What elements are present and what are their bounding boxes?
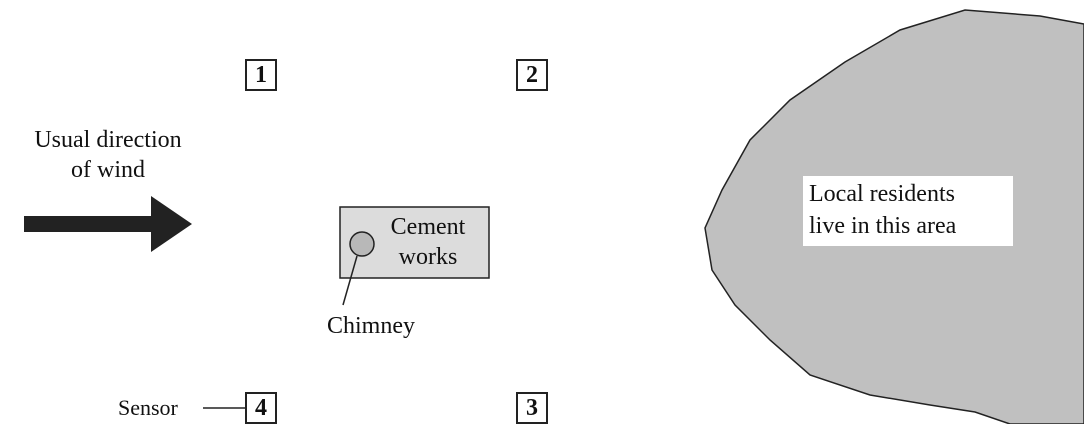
chimney-label: Chimney: [327, 313, 415, 339]
wind-direction-label: Usual direction of wind: [0, 125, 216, 185]
residents-label-line1: Local residents: [809, 181, 955, 207]
wind-label-line2: of wind: [71, 157, 145, 183]
wind-label-line1: Usual direction: [34, 127, 182, 153]
wind-arrow-icon: [24, 196, 192, 252]
sensor-3-box: 3: [516, 392, 548, 424]
chimney-icon: [349, 231, 375, 257]
works-label-line2: works: [398, 244, 458, 270]
sensor-2-box: 2: [516, 59, 548, 91]
residential-area-label: Local residents live in this area: [803, 176, 1013, 246]
residents-label-line2: live in this area: [809, 213, 957, 239]
chimney-leader-line: [342, 255, 358, 306]
sensor-1-box: 1: [245, 59, 277, 91]
sensor-callout-label: Sensor: [118, 395, 178, 420]
cement-works-label: Cement works: [367, 212, 489, 272]
sensor-4-box: 4: [245, 392, 277, 424]
works-label-line1: Cement: [390, 214, 466, 240]
